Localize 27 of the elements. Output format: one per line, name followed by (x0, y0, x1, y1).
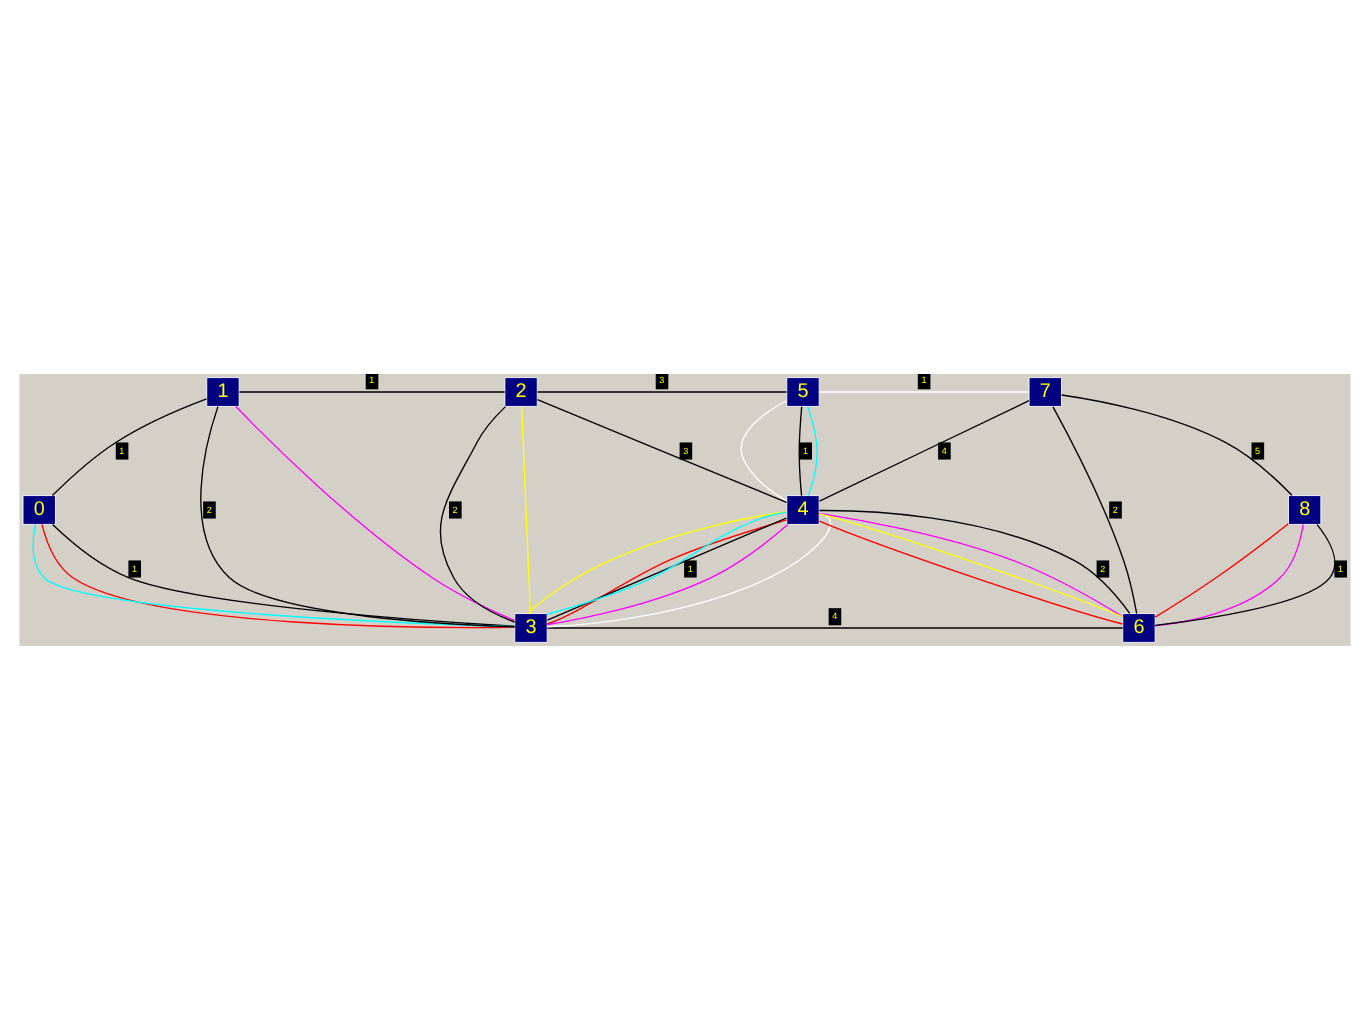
node-box: 4 (786, 494, 820, 524)
node-box: 7 (1028, 376, 1062, 406)
node-box: 8 (1288, 494, 1322, 524)
connector (546, 626, 1124, 628)
connector (807, 404, 818, 496)
node-box: 3 (514, 612, 548, 642)
node-box: 1 (206, 376, 240, 406)
connector (818, 399, 1030, 501)
node-box: 6 (1122, 612, 1156, 642)
node-box: 0 (22, 494, 56, 524)
connector (439, 404, 516, 622)
connector (1154, 522, 1289, 617)
connector (521, 404, 532, 614)
connector (238, 390, 506, 392)
connector (798, 405, 803, 496)
node-box: 2 (504, 376, 538, 406)
connector (1052, 405, 1138, 614)
connector (1154, 522, 1304, 626)
connector (740, 399, 788, 501)
connector (818, 390, 1030, 392)
connector (536, 398, 788, 502)
connector (546, 510, 832, 627)
connector (51, 397, 208, 496)
node-box: 5 (786, 376, 820, 406)
connector (1154, 522, 1336, 626)
connector (1060, 393, 1293, 495)
connector (536, 390, 788, 392)
